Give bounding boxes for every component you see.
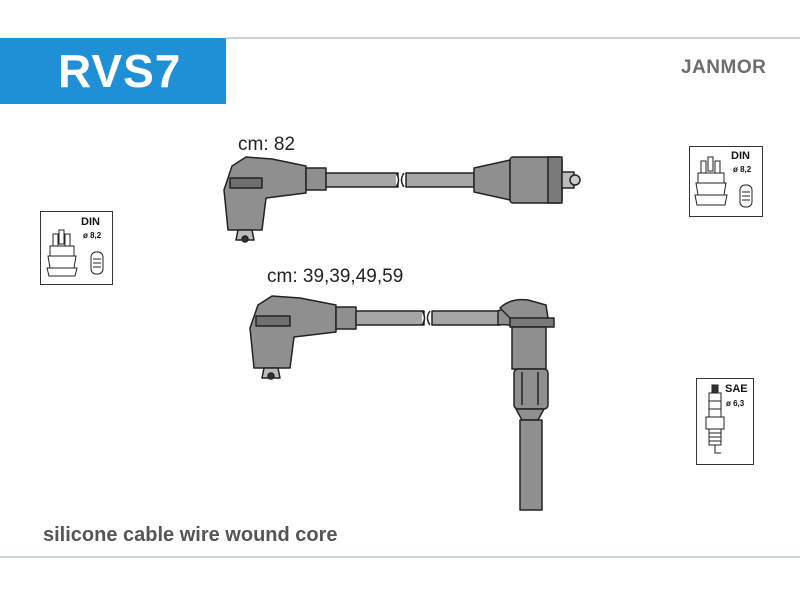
spark-plug-sae-badge: SAE ø 6,3 xyxy=(696,378,754,465)
cable-2-left-boot xyxy=(249,295,357,380)
badge-standard: DIN xyxy=(81,216,100,228)
distributor-cap-icon xyxy=(46,229,104,277)
distributor-din-badge-right: DIN ø 8,2 xyxy=(689,146,763,217)
code-banner xyxy=(0,38,226,104)
brand-name: JANMOR xyxy=(681,57,767,78)
badge-diameter: ø 6,3 xyxy=(726,399,745,408)
cable-2-wire xyxy=(355,308,517,327)
badge-standard: SAE xyxy=(725,383,748,395)
distributor-cap-icon xyxy=(694,156,753,208)
product-description: silicone cable wire wound core xyxy=(43,524,338,546)
badge-standard: DIN xyxy=(731,150,750,162)
cable-1-right-boot xyxy=(473,156,581,204)
bottom-divider xyxy=(0,556,800,558)
badge-diameter: ø 8,2 xyxy=(83,231,102,240)
cable-1-left-boot xyxy=(223,156,327,243)
badge-diameter: ø 8,2 xyxy=(733,165,752,174)
product-code: RVS7 xyxy=(58,45,182,97)
cable-2-plug-boot xyxy=(499,298,555,511)
cable-length-label-1: cm: 82 xyxy=(238,134,296,155)
cable-1-wire xyxy=(325,172,475,188)
distributor-din-badge-left: DIN ø 8,2 xyxy=(40,211,113,285)
spark-plug-icon xyxy=(705,384,725,454)
cable-length-label-2: cm: 39,39,49,59 xyxy=(267,266,404,287)
top-divider xyxy=(226,37,800,39)
